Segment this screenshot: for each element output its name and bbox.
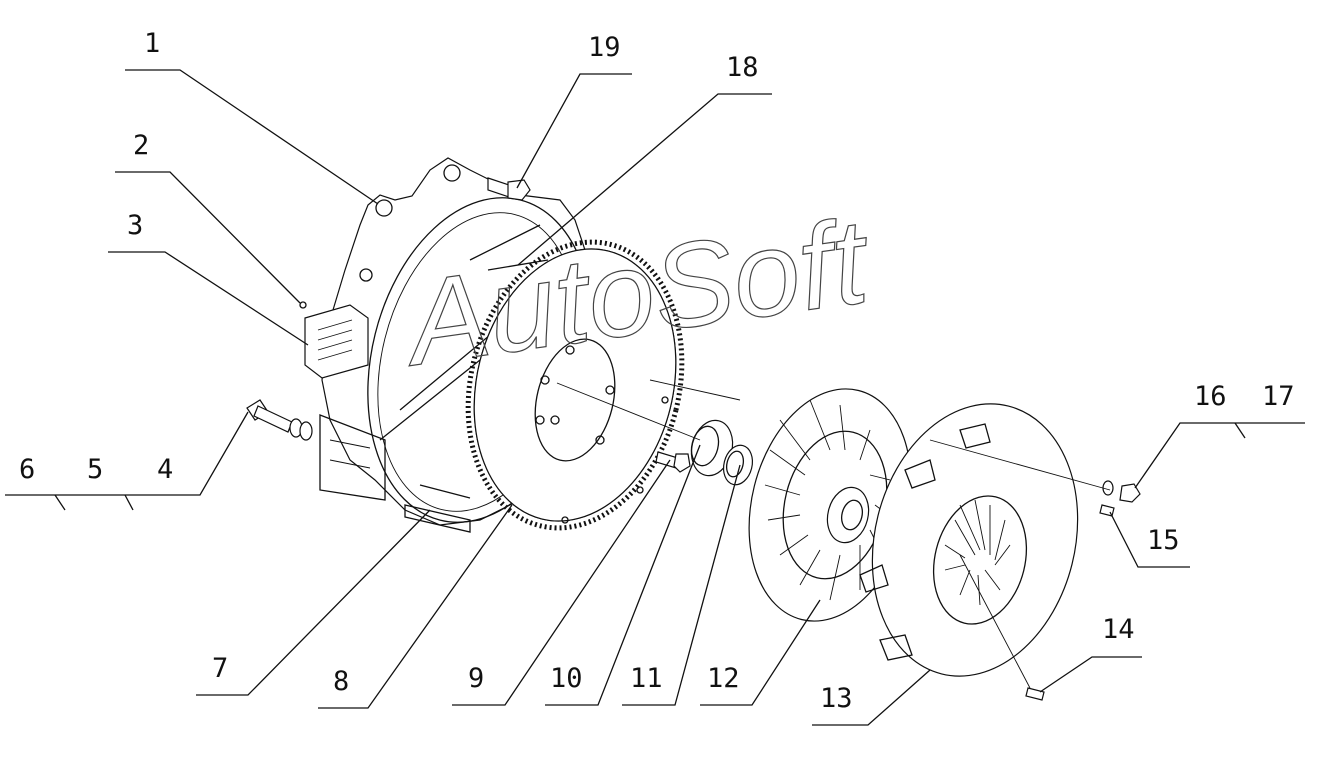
callout-1: 1 [144,28,160,59]
callout-3: 3 [127,210,143,241]
inspection-cover [299,301,369,379]
callout-16: 16 [1194,381,1227,412]
callout-10: 10 [550,663,583,694]
leader-lines [5,69,1305,726]
callout-4: 4 [157,454,173,485]
bolt-19 [487,177,531,201]
callout-15: 15 [1147,525,1180,556]
callout-5: 5 [87,454,103,485]
callout-9: 9 [468,663,484,694]
callout-2: 2 [133,130,149,161]
pin-14 [1025,687,1045,701]
bolt-assembly-4-5-6 [246,399,313,441]
callout-13: 13 [820,683,853,714]
bearing-11 [722,444,754,486]
callout-12: 12 [707,663,740,694]
callout-8: 8 [333,666,349,697]
callout-19: 19 [588,32,621,63]
bolt-16-17 [1102,480,1141,503]
callout-7: 7 [212,653,228,684]
callout-11: 11 [630,663,663,694]
flywheel [465,239,685,531]
callout-17: 17 [1262,381,1295,412]
pressure-plate [859,403,1079,677]
callout-18: 18 [726,52,759,83]
bolt-9 [655,451,691,473]
clutch-disc [748,388,912,622]
callout-14: 14 [1102,614,1135,645]
callout-labels: 1 2 3 4 5 6 7 8 9 10 11 12 13 14 15 16 1… [19,28,1295,714]
callout-6: 6 [19,454,35,485]
